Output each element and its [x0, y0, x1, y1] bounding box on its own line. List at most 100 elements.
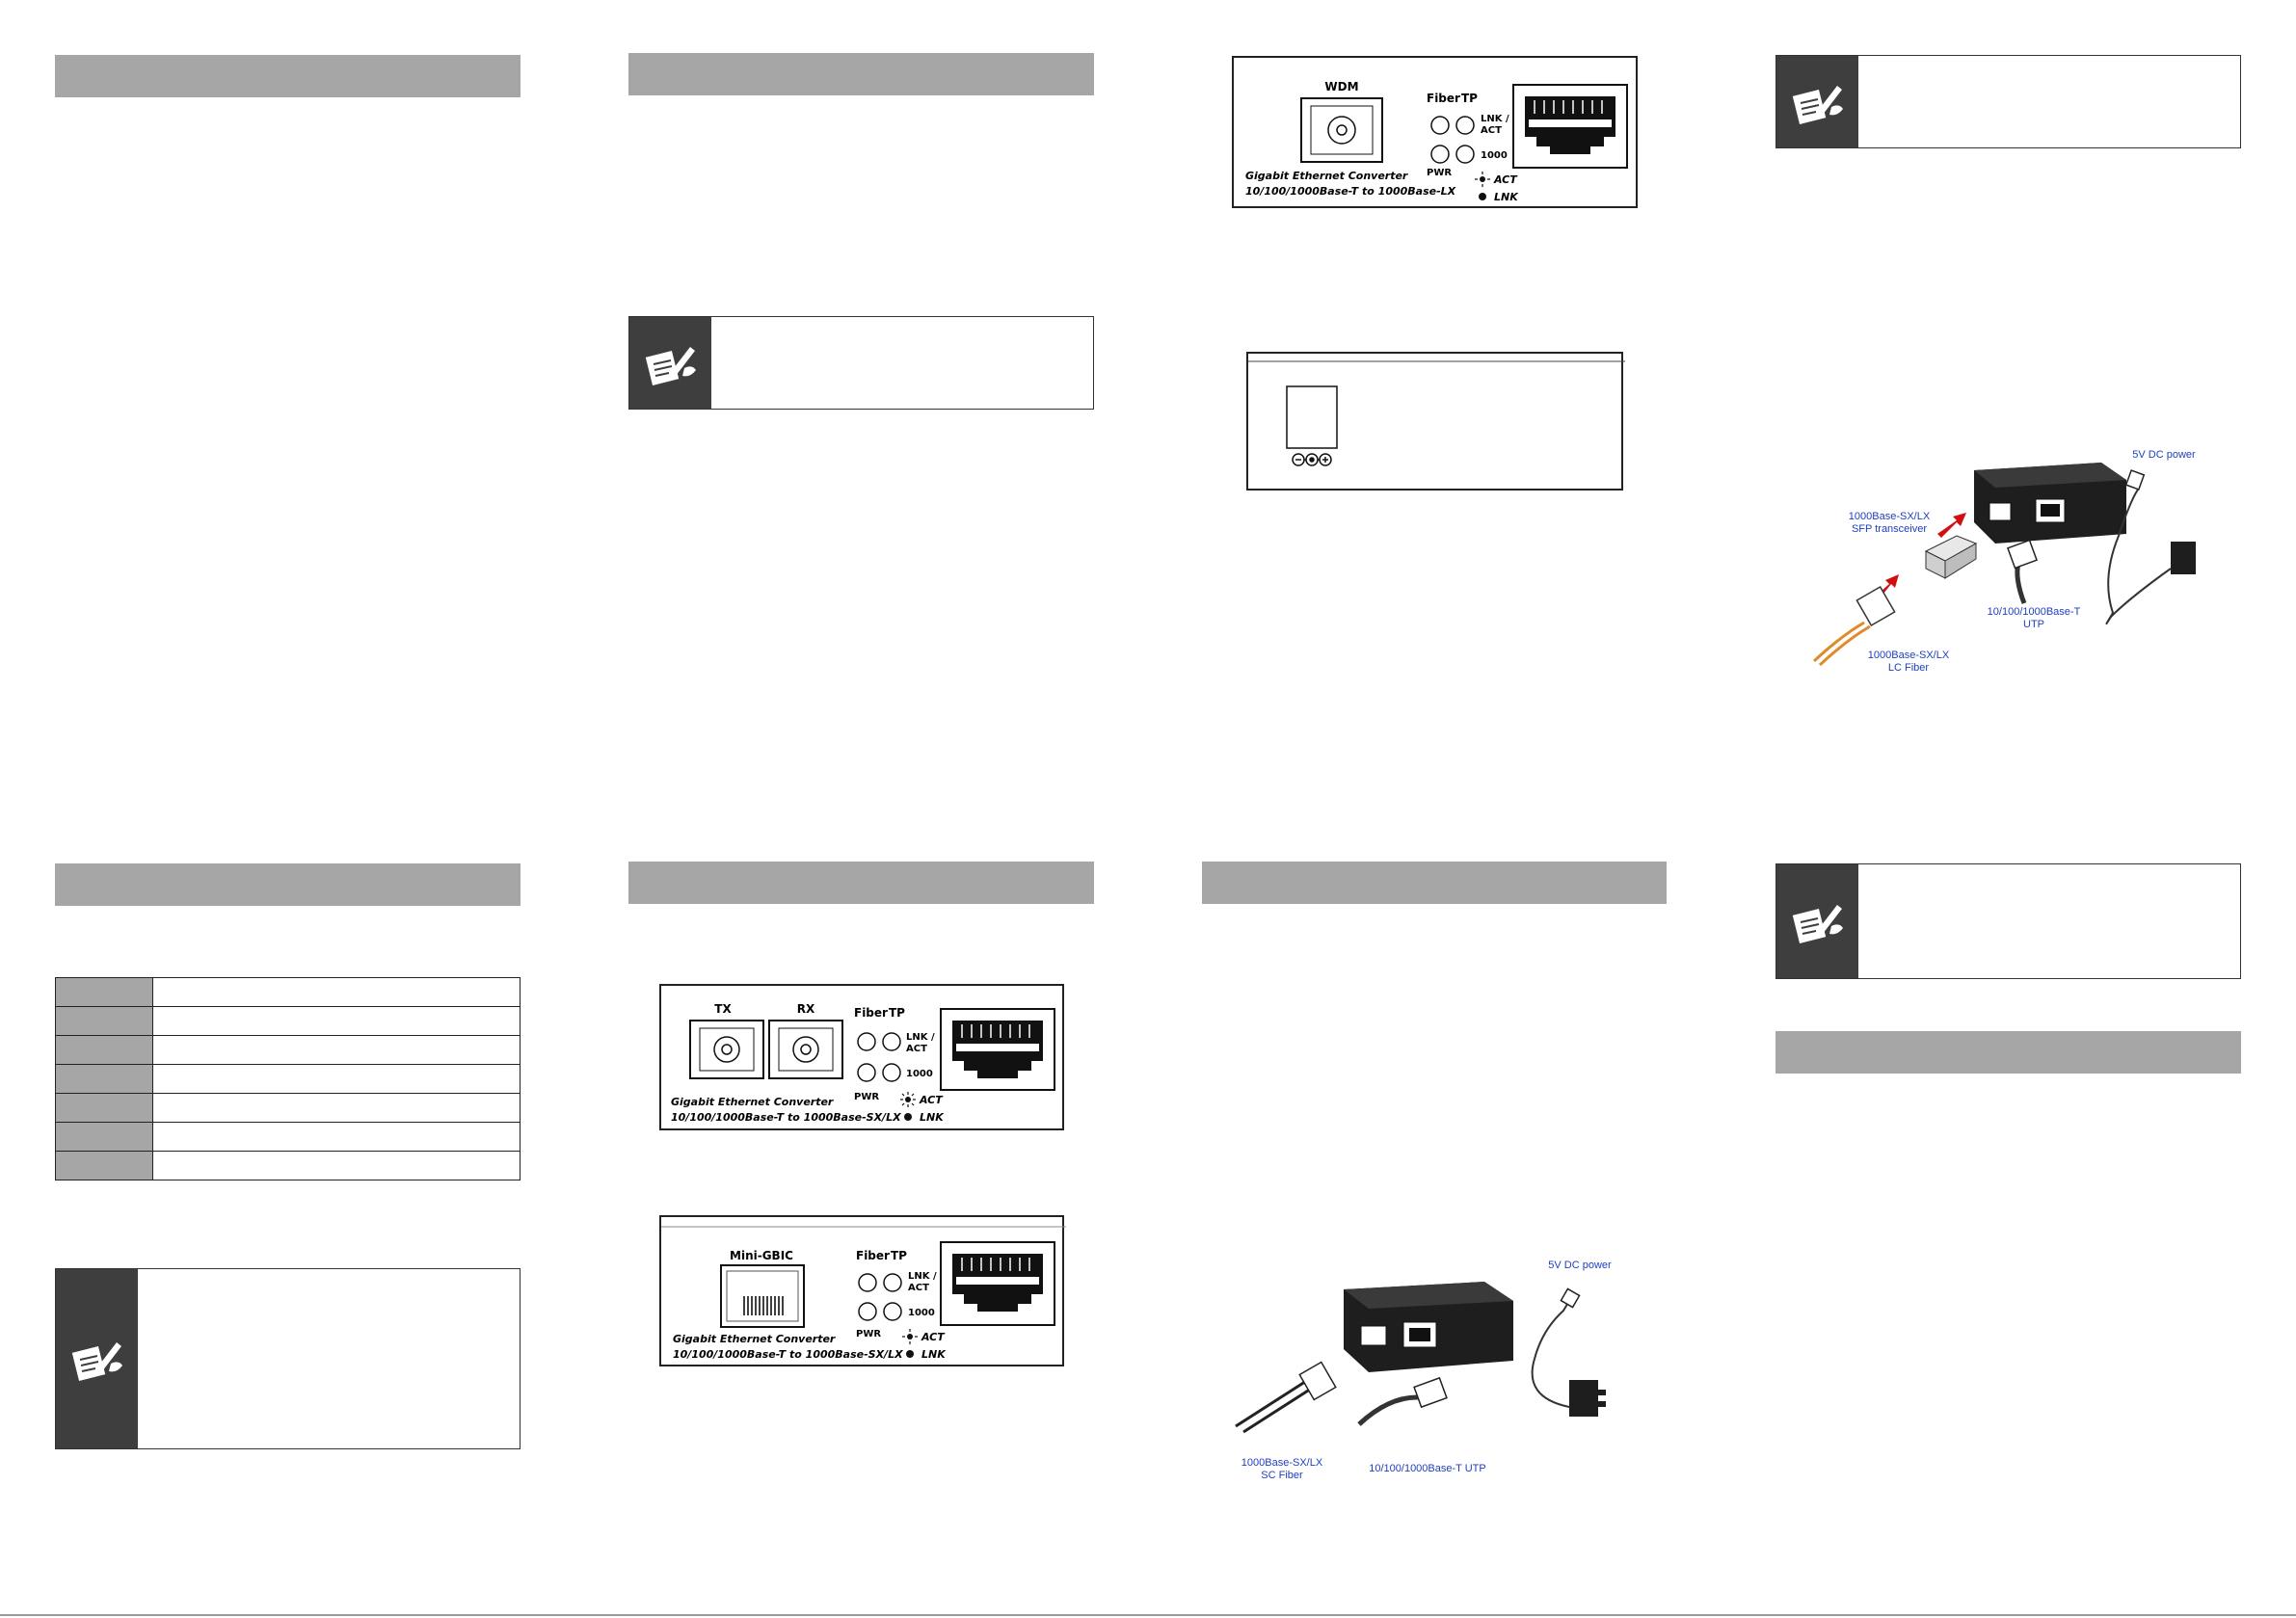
note-side — [1776, 864, 1858, 978]
sc-port-tx — [689, 1020, 764, 1079]
tp-led — [882, 1032, 901, 1051]
lnk-dot-icon — [906, 1350, 914, 1358]
section-header-bar — [628, 53, 1094, 95]
front-panel-mini-gbic: Mini-GBIC Fiber TP LNK / ACT 1000 PWR Gi… — [659, 1215, 1066, 1366]
tx-label: TX — [714, 1002, 732, 1016]
note-pen-icon — [68, 1342, 122, 1383]
label-utp-line2: UTP — [2023, 619, 2044, 630]
label-lc-line2: LC Fiber — [1887, 662, 1930, 674]
lc-fiber-cable-icon — [1812, 585, 1896, 667]
converter-box-icon — [1344, 1282, 1513, 1372]
table-row — [55, 1006, 521, 1036]
power-adapter-icon — [2105, 469, 2196, 624]
dc-jack — [1286, 385, 1338, 449]
pwr-label: PWR — [854, 1092, 879, 1102]
connection-diagram-sc — [1235, 1282, 1606, 1434]
tp-label: TP — [891, 1249, 907, 1262]
page-bottom-rule — [0, 1614, 2296, 1616]
fiber-label: Fiber — [854, 1006, 888, 1020]
1000-led — [1455, 145, 1475, 164]
fiber-led — [858, 1273, 877, 1292]
utp-cable-icon — [2007, 539, 2038, 604]
1000-label: 1000 — [908, 1308, 935, 1318]
connection-diagram-sfp — [1812, 463, 2196, 667]
1000-label: 1000 — [1481, 150, 1508, 161]
note-box — [628, 316, 1094, 410]
sc-fiber-cable-icon — [1235, 1361, 1337, 1434]
lnk-label: LNK / — [1481, 114, 1509, 124]
sc-port-rx — [768, 1020, 843, 1079]
lnk-label: LNK / — [906, 1032, 935, 1043]
note-pen-icon — [1789, 85, 1843, 126]
lnk-dot-icon — [1479, 193, 1486, 200]
table-row — [55, 1151, 521, 1180]
rj45-port-icon — [1512, 84, 1628, 169]
note-box — [55, 1268, 521, 1449]
spec-table — [55, 977, 521, 1180]
label-lc-line1: 1000Base-SX/LX — [1867, 650, 1950, 661]
rj45-port-icon — [940, 1008, 1055, 1091]
tp-label: TP — [889, 1006, 905, 1020]
label-5v-dc-power: 5V DC power — [2132, 449, 2196, 461]
front-panel-wdm: WDM Fiber TP LNK / ACT 1000 PWR Gigabit … — [1232, 56, 1638, 208]
1000-label: 1000 — [906, 1069, 933, 1079]
label-5v-dc-power: 5V DC power — [1548, 1260, 1612, 1271]
legend-lnk: LNK — [921, 1348, 947, 1361]
rear-panel — [1246, 352, 1625, 491]
act-blink-icon — [1475, 172, 1490, 187]
act-label: ACT — [906, 1044, 927, 1054]
note-box — [1775, 863, 2241, 979]
note-pen-icon — [642, 346, 696, 387]
label-sc-fiber-line2: SC Fiber — [1261, 1470, 1303, 1481]
pwr-label: PWR — [1427, 168, 1452, 178]
label-sc-fiber-line1: 1000Base-SX/LX — [1241, 1457, 1323, 1469]
caption-line2: 10/100/1000Base-T to 1000Base-SX/LX — [673, 1348, 903, 1361]
pwr-led — [1430, 145, 1450, 164]
pwr-led — [858, 1302, 877, 1321]
converter-box-icon — [1974, 463, 2126, 544]
wdm-label: WDM — [1324, 80, 1358, 93]
legend-lnk: LNK — [1494, 191, 1519, 203]
lnk-dot-icon — [904, 1113, 912, 1121]
fiber-led — [1430, 116, 1450, 135]
caption-line2: 10/100/1000Base-T to 1000Base-SX/LX — [671, 1111, 901, 1124]
tp-led — [1455, 116, 1475, 135]
tp-label: TP — [1461, 92, 1478, 105]
mini-gbic-port — [720, 1264, 805, 1328]
table-row — [55, 1064, 521, 1094]
1000-led — [882, 1063, 901, 1082]
tp-led — [883, 1273, 902, 1292]
power-adapter-icon — [1531, 1287, 1606, 1417]
note-box — [1775, 55, 2241, 148]
label-utp: 10/100/1000Base-T UTP — [1369, 1463, 1486, 1474]
table-row — [55, 1093, 521, 1123]
legend-act: ACT — [1493, 173, 1518, 186]
table-row — [55, 977, 521, 1007]
fiber-label: Fiber — [1427, 92, 1460, 105]
fiber-label: Fiber — [856, 1249, 890, 1262]
legend-act: ACT — [921, 1331, 946, 1343]
caption-line2: 10/100/1000Base-T to 1000Base-LX — [1245, 185, 1456, 198]
legend-act: ACT — [919, 1094, 944, 1106]
table-row — [55, 1035, 521, 1065]
act-label: ACT — [908, 1283, 929, 1293]
dc-polarity-icon — [1292, 453, 1332, 466]
mini-gbic-label: Mini-GBIC — [730, 1249, 793, 1262]
label-utp-line1: 10/100/1000Base-T — [1987, 606, 2081, 618]
note-side — [629, 317, 711, 409]
section-header-bar — [55, 863, 521, 906]
section-header-bar — [1202, 862, 1667, 904]
act-label: ACT — [1481, 125, 1502, 136]
note-side — [56, 1269, 138, 1448]
act-blink-icon — [902, 1329, 918, 1344]
lnk-label: LNK / — [908, 1271, 937, 1282]
caption-line1: Gigabit Ethernet Converter — [1245, 170, 1408, 182]
section-header-bar — [55, 55, 521, 97]
sfp-transceiver-icon — [1924, 535, 1978, 579]
label-sfp-line1: 1000Base-SX/LX — [1848, 511, 1931, 522]
label-sfp-line2: SFP transceiver — [1851, 523, 1928, 535]
caption-line1: Gigabit Ethernet Converter — [671, 1096, 834, 1108]
1000-led — [883, 1302, 902, 1321]
wdm-port — [1300, 97, 1383, 163]
note-pen-icon — [1789, 905, 1843, 945]
